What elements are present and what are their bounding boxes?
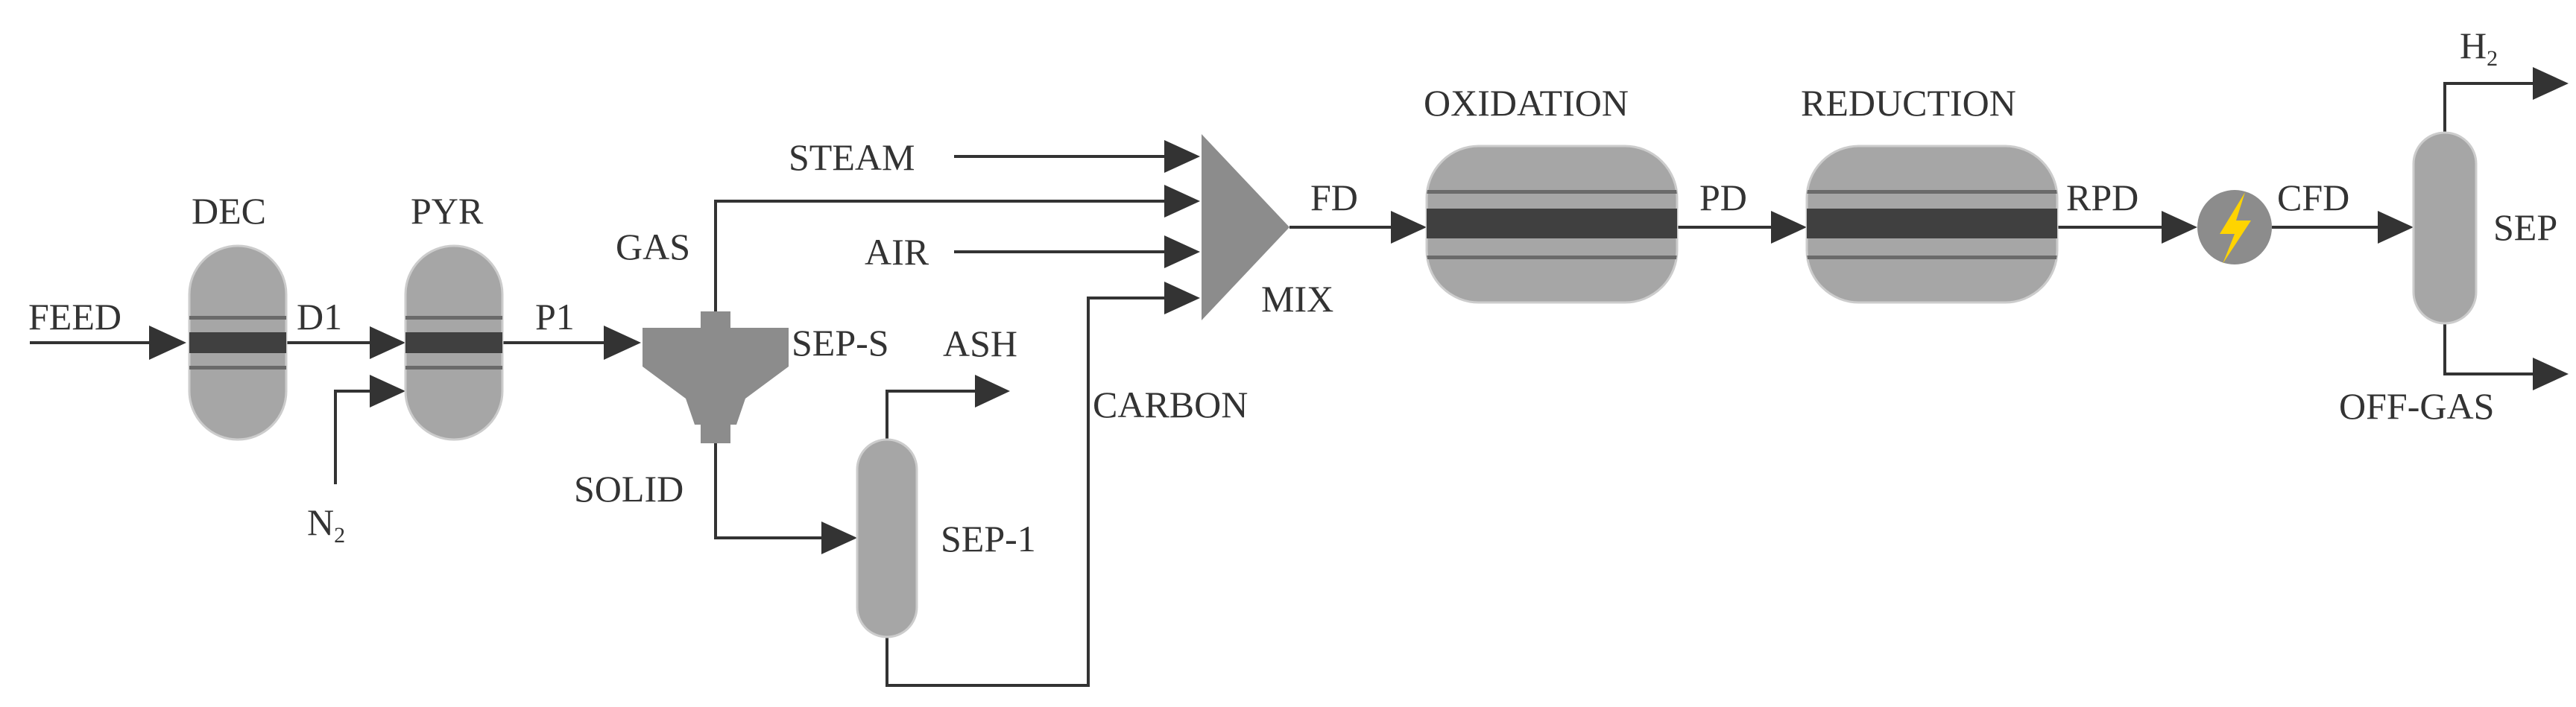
carbon-label: CARBON [1093, 384, 1248, 425]
lightning-bolt-icon [2220, 192, 2251, 264]
h2-label-sub: 2 [2487, 46, 2498, 71]
solid-label: SOLID [574, 468, 684, 510]
h2-label-main: H [2460, 25, 2487, 66]
n2-line [334, 390, 376, 484]
cfd-arrow [2378, 211, 2414, 244]
reduction-label: REDUCTION [1801, 82, 2016, 124]
ash-line [886, 390, 978, 440]
h2-line [2443, 82, 2537, 133]
dec-label: DEC [192, 190, 266, 232]
feed-arrow [149, 326, 186, 360]
d1-label: D1 [297, 296, 342, 337]
sep-1-label: SEP-1 [941, 518, 1036, 559]
off-gas-arrow [2533, 358, 2569, 390]
air-label: AIR [865, 231, 929, 273]
gas-arrow [1164, 185, 1200, 218]
sep-1-column [856, 438, 918, 638]
ash-arrow [975, 375, 1010, 408]
h2-label: H2 [2460, 25, 2498, 71]
gas-label: GAS [616, 226, 690, 267]
sep-label: SEP [2493, 206, 2557, 248]
n2-label-sub: 2 [334, 523, 345, 548]
pd-arrow [1771, 211, 1807, 244]
pd-label: PD [1699, 177, 1747, 218]
carbon-line [886, 297, 1169, 687]
cfd-label: CFD [2277, 177, 2349, 218]
rpd-label: RPD [2066, 177, 2138, 218]
fd-label: FD [1310, 177, 1358, 218]
n2-arrow [370, 375, 405, 408]
rpd-arrow [2162, 211, 2197, 244]
sep-s-label: SEP-S [792, 322, 889, 364]
n2-label: N2 [307, 501, 345, 548]
off-gas-line [2443, 322, 2537, 375]
sep-column [2412, 131, 2478, 325]
p1-label: P1 [535, 296, 575, 337]
solid-arrow [821, 521, 857, 554]
oxidation-label: OXIDATION [1424, 82, 1629, 124]
d1-arrow [370, 326, 405, 359]
gas-line [714, 200, 1169, 314]
solid-line [714, 443, 824, 539]
reduction-reactor [1805, 145, 2059, 304]
steam-arrow [1164, 140, 1200, 173]
stream-lines [30, 67, 2569, 687]
carbon-arrow [1164, 282, 1200, 314]
ash-label: ASH [943, 323, 1017, 364]
mixer [1202, 134, 1289, 320]
air-arrow [1164, 235, 1200, 268]
heater [2197, 190, 2272, 264]
h2-arrow [2533, 67, 2569, 100]
n2-label-main: N [307, 501, 334, 543]
oxidation-reactor [1425, 145, 1679, 304]
off-gas-label: OFF-GAS [2339, 385, 2494, 427]
sep-s-cyclone [643, 311, 789, 443]
fd-arrow [1391, 211, 1427, 244]
p1-arrow [604, 326, 641, 360]
pyr-label: PYR [411, 190, 484, 232]
mix-label: MIX [1261, 278, 1333, 320]
pyr-reactor [404, 244, 504, 441]
feed-label: FEED [28, 296, 121, 337]
dec-reactor [188, 244, 288, 441]
steam-label: STEAM [789, 136, 915, 178]
